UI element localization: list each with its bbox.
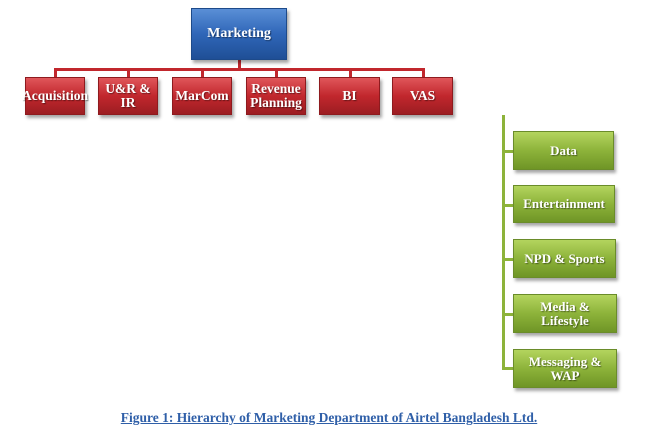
node-data: Data (513, 131, 614, 170)
connector-drop (275, 68, 278, 78)
node-marketing: Marketing (191, 8, 287, 60)
connector-drop (54, 68, 57, 78)
node-marcom: MarCom (172, 77, 232, 115)
figure-caption: Figure 1: Hierarchy of Marketing Departm… (120, 410, 538, 425)
connector-root (238, 60, 241, 70)
connector-drop (201, 68, 204, 78)
connector-drop (349, 68, 352, 78)
node-bi: BI (319, 77, 380, 115)
node-vas: VAS (392, 77, 453, 115)
vas-connector-branch (502, 258, 513, 261)
node-entertainment: Entertainment (513, 185, 615, 223)
node-npd-sports: NPD & Sports (513, 239, 616, 278)
vas-connector-vertical (502, 115, 505, 369)
connector-drop (422, 68, 425, 78)
node-revenue-planning: Revenue Planning (246, 77, 306, 115)
connector-drop (127, 68, 130, 78)
vas-connector-branch (502, 204, 513, 207)
connector-horizontal (54, 68, 425, 71)
node-ur-ir: U&R & IR (98, 77, 158, 115)
node-media-lifestyle: Media & Lifestyle (513, 294, 617, 333)
vas-connector-branch (502, 367, 513, 370)
vas-connector-branch (502, 150, 513, 153)
node-messaging-wap: Messaging & WAP (513, 349, 617, 388)
vas-connector-branch (502, 313, 513, 316)
node-acquisition: Acquisition (22, 77, 88, 115)
